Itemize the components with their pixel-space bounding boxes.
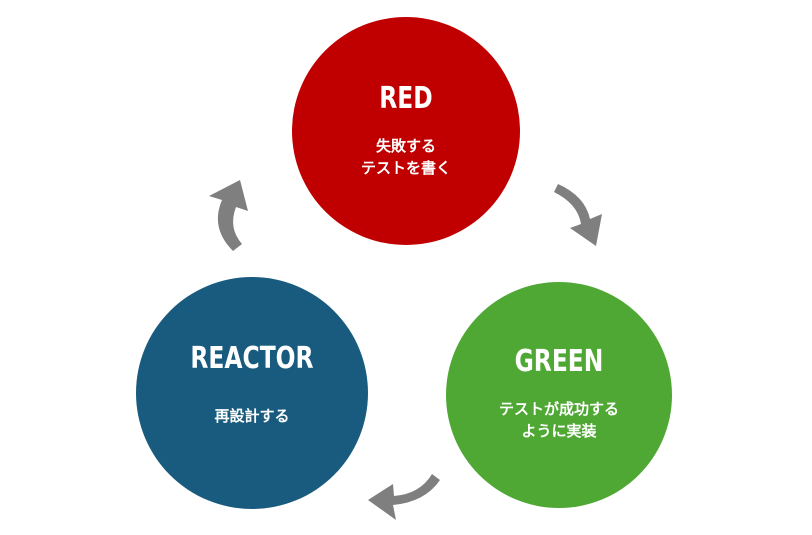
- green-phase-circle: GREEN テストが成功する ように実装: [446, 282, 672, 508]
- green-phase-line-1: テストが成功する: [498, 400, 619, 418]
- red-phase-line-1: 失敗する: [375, 137, 436, 155]
- green-phase-description: テストが成功する ように実装: [446, 398, 672, 442]
- red-phase-circle: RED 失敗する テストを書く: [292, 17, 520, 245]
- arrow-green-to-reactor-icon: [368, 474, 440, 520]
- arrow-red-to-green-icon: [554, 184, 602, 246]
- reactor-phase-line-1: 再設計する: [214, 407, 290, 425]
- reactor-phase-description: 再設計する: [136, 405, 368, 427]
- red-phase-title: RED: [379, 81, 433, 116]
- reactor-phase-title: REACTOR: [190, 341, 314, 376]
- green-phase-line-2: ように実装: [521, 422, 597, 440]
- reactor-phase-circle: REACTOR 再設計する: [136, 277, 368, 509]
- green-phase-title: GREEN: [514, 344, 604, 379]
- arrow-reactor-to-red-icon: [209, 180, 248, 251]
- red-phase-description: 失敗する テストを書く: [292, 135, 520, 179]
- red-phase-line-2: テストを書く: [360, 159, 451, 177]
